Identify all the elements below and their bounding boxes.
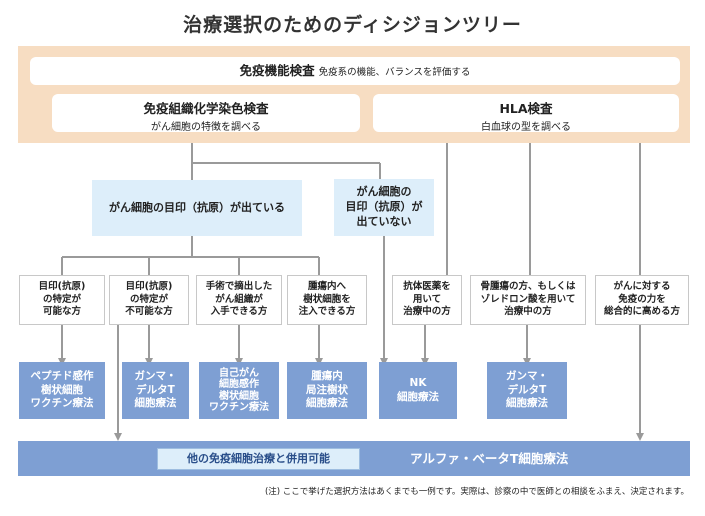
- condition-line: 用いて: [412, 293, 442, 305]
- antigen-absent-line: 出ていない: [356, 214, 412, 228]
- hla-test-label: HLA検査: [499, 101, 553, 116]
- treatment-line: ガンマ・: [134, 370, 177, 383]
- treatment-line: 腫瘍内: [311, 370, 343, 383]
- condition-box: 骨腫瘍の方、もしくはゾレドロン酸を用いて治療中の方: [470, 275, 586, 325]
- immune-test-note: 免疫系の機能、バランスを評価する: [318, 67, 471, 78]
- condition-line: 治療中の方: [403, 306, 451, 318]
- condition-line: 入手できる方: [210, 306, 268, 318]
- treatment-line: 細胞療法: [506, 397, 548, 410]
- condition-line: 手術で摘出した: [205, 280, 273, 292]
- antigen-present-box: がん細胞の目印（抗原）が出ている: [92, 180, 302, 236]
- ihc-test-sub: がん細胞の特徴を調べる: [151, 122, 261, 133]
- antigen-absent-line: がん細胞の: [356, 185, 412, 199]
- condition-line: 注入できる方: [298, 306, 356, 318]
- condition-line: ゾレドロン酸を用いて: [480, 293, 576, 305]
- treatment-line: NK: [409, 376, 427, 389]
- treatment-line: 樹状細胞: [41, 383, 83, 396]
- treatment-line: 局注樹状: [306, 383, 348, 396]
- treatment-line: 自己がん: [219, 367, 259, 379]
- treatment-line: ガンマ・: [506, 370, 548, 383]
- alpha-beta-label: アルファ・ベータT細胞療法: [410, 451, 569, 466]
- immune-function-test-box: 免疫機能検査免疫系の機能、バランスを評価する: [30, 57, 680, 85]
- treatment-line: デルタT: [136, 383, 175, 396]
- hla-test-sub: 白血球の型を調べる: [481, 122, 571, 133]
- antigen-absent-box: がん細胞の 目印（抗原）が 出ていない: [334, 179, 434, 236]
- condition-line: 総合的に高める方: [603, 306, 680, 318]
- condition-line: 抗体医薬を: [403, 280, 451, 292]
- treatment-box: 腫瘍内局注樹状細胞療法: [287, 362, 367, 419]
- condition-box: 抗体医薬を用いて治療中の方: [392, 275, 462, 325]
- condition-line: の特定が: [129, 293, 168, 305]
- treatment-line: 細胞療法: [134, 397, 177, 410]
- hla-test-box: HLA検査 白血球の型を調べる: [373, 94, 679, 133]
- condition-line: 腫瘍内へ: [307, 280, 346, 292]
- combination-label: 他の免疫細胞治療と併用可能: [157, 448, 360, 470]
- treatment-line: ペプチド感作: [30, 370, 94, 383]
- treatment-line: 樹状細胞: [219, 390, 259, 402]
- condition-box: がんに対する免疫の力を総合的に高める方: [595, 275, 689, 325]
- treatment-line: ワクチン療法: [209, 402, 269, 413]
- treatment-line: デルタT: [507, 383, 547, 396]
- treatment-line: 細胞療法: [306, 397, 348, 410]
- ihc-test-label: 免疫組織化学染色検査: [143, 101, 269, 116]
- condition-line: 不可能な方: [125, 306, 173, 318]
- condition-line: 免疫の力を: [618, 293, 666, 305]
- treatment-box: ペプチド感作樹状細胞ワクチン療法: [19, 362, 105, 419]
- treatment-line: 細胞感作: [219, 379, 259, 390]
- condition-line: 可能な方: [42, 306, 81, 318]
- condition-box: 手術で摘出したがん組織が入手できる方: [196, 275, 282, 325]
- treatment-line: ワクチン療法: [30, 397, 94, 410]
- condition-box: 目印(抗原)の特定が可能な方: [19, 275, 105, 325]
- page-title: 治療選択のためのディシジョンツリー: [183, 14, 522, 36]
- condition-line: 目印(抗原): [125, 280, 173, 292]
- condition-box: 目印(抗原)の特定が不可能な方: [109, 275, 189, 325]
- condition-box: 腫瘍内へ樹状細胞を注入できる方: [287, 275, 367, 325]
- antigen-absent-line: 目印（抗原）が: [345, 200, 423, 214]
- footnote: (注) ここで挙げた選択方法はあくまでも一例です。実際は、診察の中で医師との相談…: [264, 487, 689, 497]
- ihc-test-box: 免疫組織化学染色検査 がん細胞の特徴を調べる: [52, 94, 360, 133]
- condition-line: 骨腫瘍の方、もしくは: [480, 280, 576, 292]
- condition-line: 樹状細胞を: [303, 293, 351, 305]
- treatment-box: 自己がん細胞感作樹状細胞ワクチン療法: [199, 362, 279, 419]
- condition-line: がんに対する: [613, 280, 671, 292]
- antigen-present-label: がん細胞の目印（抗原）が出ている: [109, 200, 285, 214]
- immune-test-label: 免疫機能検査: [239, 63, 315, 78]
- condition-line: 治療中の方: [504, 306, 552, 318]
- condition-line: 目印(抗原): [38, 280, 86, 292]
- condition-line: の特定が: [42, 293, 81, 305]
- treatment-line: 細胞療法: [397, 390, 439, 403]
- condition-line: がん組織が: [215, 293, 263, 305]
